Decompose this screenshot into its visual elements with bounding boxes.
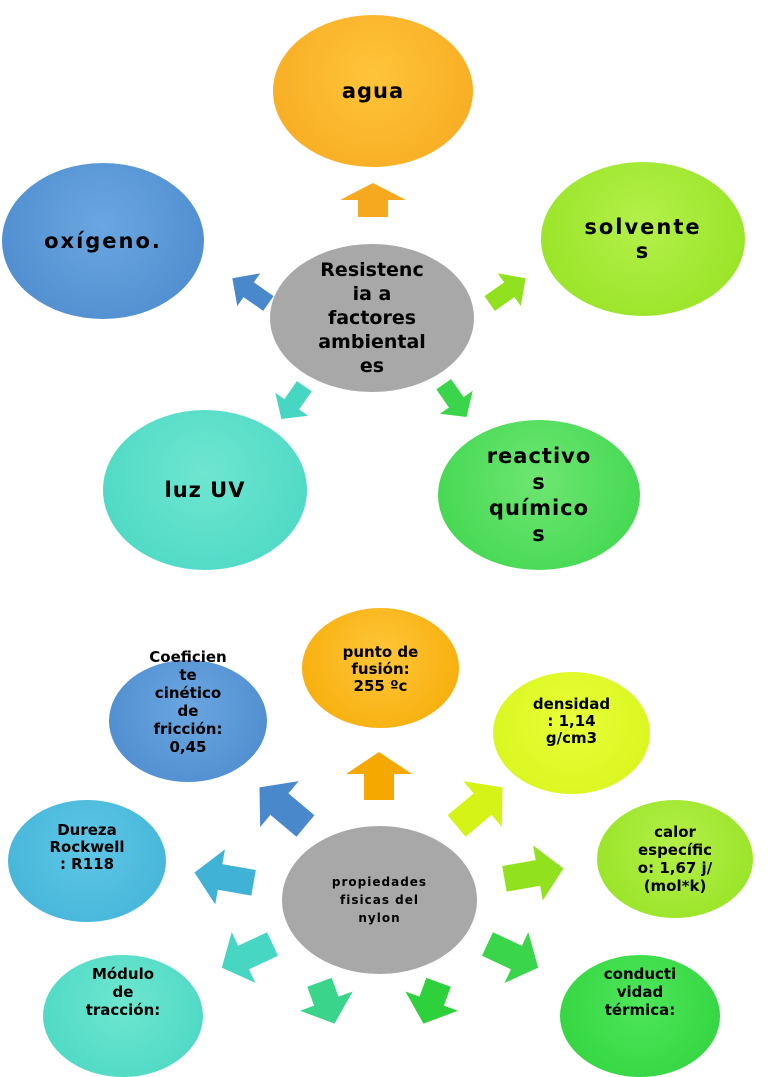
node-modulo-traccion: Módulo de tracción:	[43, 955, 203, 1077]
node-coeficiente-friccion-label: Coeficien te cinético de fricción: 0,45	[149, 648, 227, 756]
center-node-resistencia-label: Resistenc ia a factores ambiental es	[318, 259, 426, 377]
node-conductividad-termica-label: conducti vidad térmica:	[603, 965, 677, 1019]
arrow-left-icon	[192, 849, 260, 905]
node-coeficiente-friccion: Coeficien te cinético de fricción: 0,45	[109, 648, 267, 782]
center-node-propiedades: propiedades fisicas del nylon	[282, 826, 477, 974]
center-node-resistencia: Resistenc ia a factores ambiental es	[270, 244, 474, 392]
arrow-down-right-icon	[434, 379, 474, 418]
node-densidad: densidad : 1,14 g/cm3	[493, 672, 650, 794]
arrow-up-icon	[340, 183, 406, 217]
arrow-down-icon	[296, 977, 358, 1024]
node-agua: agua	[273, 15, 473, 167]
arrow-up-icon	[346, 752, 412, 800]
node-oxigeno-label: oxígeno.	[44, 229, 162, 253]
arrow-up-right-icon	[444, 780, 512, 837]
node-modulo-traccion-label: Módulo de tracción:	[85, 965, 161, 1019]
node-solventes: solvente s	[541, 162, 745, 316]
arrow-up-right-icon	[484, 272, 526, 312]
center-node-propiedades-label: propiedades fisicas del nylon	[331, 875, 428, 925]
arrow-up-left-icon	[250, 780, 318, 837]
node-dureza-rockwell-label: Dureza Rockwell : R118	[49, 821, 125, 873]
node-punto-fusion-label: punto de fusión: 255 ºc	[342, 643, 419, 695]
node-densidad-label: densidad : 1,14 g/cm3	[532, 695, 611, 747]
arrow-up-left-icon	[232, 272, 274, 312]
node-dureza-rockwell: Dureza Rockwell : R118	[8, 800, 166, 922]
node-agua-label: agua	[341, 79, 405, 103]
arrow-right-icon	[498, 845, 566, 901]
node-conductividad-termica: conducti vidad térmica:	[560, 955, 720, 1077]
node-solventes-label: solvente s	[584, 215, 702, 263]
node-luz-uv-label: luz UV	[164, 478, 246, 502]
arrow-down-icon	[400, 977, 462, 1024]
node-luz-uv: luz UV	[103, 410, 307, 570]
node-reactivos-quimicos: reactivo s químico s	[438, 420, 640, 570]
node-oxigeno: oxígeno.	[2, 163, 204, 319]
node-punto-fusion: punto de fusión: 255 ºc	[302, 608, 459, 728]
arrow-down-left-icon	[216, 930, 282, 983]
arrow-down-right-icon	[478, 930, 544, 983]
arrow-down-left-icon	[274, 381, 314, 420]
node-calor-especifico-label: calor específic o: 1,67 j/ (mol*k)	[637, 823, 713, 895]
node-calor-especifico: calor específic o: 1,67 j/ (mol*k)	[597, 800, 753, 918]
node-reactivos-quimicos-label: reactivo s químico s	[486, 444, 592, 546]
